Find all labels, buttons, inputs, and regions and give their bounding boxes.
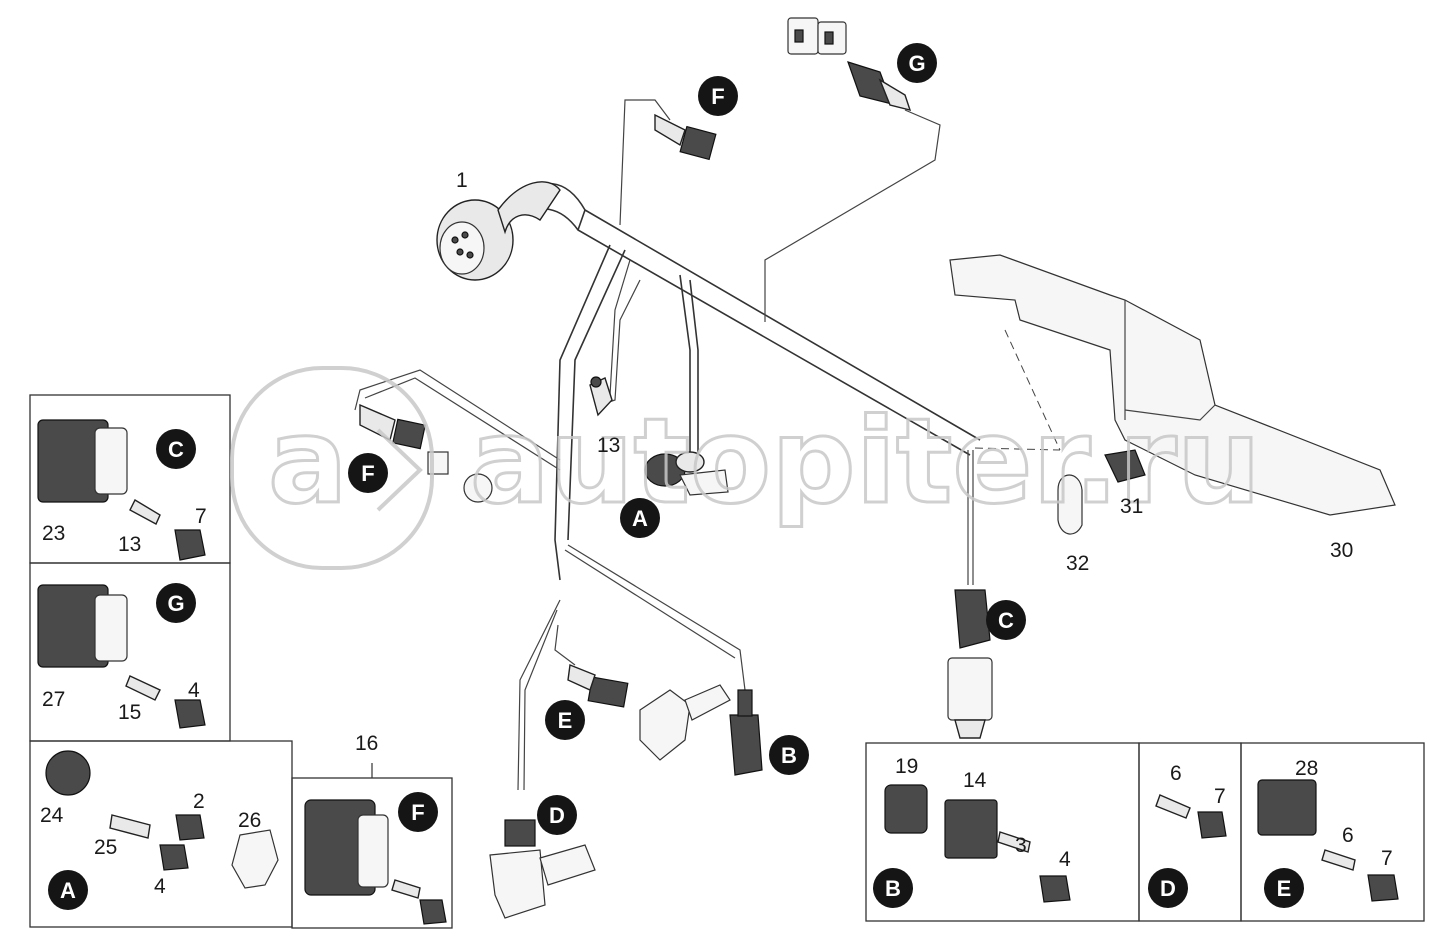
connector-e bbox=[567, 664, 629, 708]
main-parts bbox=[359, 17, 1396, 919]
part-label-3: 3 bbox=[1015, 834, 1027, 857]
svg-text:G: G bbox=[167, 591, 184, 616]
part-label-4: 4 bbox=[188, 679, 200, 702]
part-label-13: 13 bbox=[118, 533, 141, 556]
part-label-4: 4 bbox=[154, 875, 166, 898]
frame-rail bbox=[949, 254, 1396, 516]
tie-strap-32 bbox=[1057, 474, 1083, 535]
part-label-1: 1 bbox=[456, 169, 468, 192]
connector-a-mid bbox=[644, 451, 729, 496]
svg-text:D: D bbox=[1160, 876, 1176, 901]
inset-box-g bbox=[29, 562, 231, 742]
svg-text:B: B bbox=[885, 876, 901, 901]
svg-text:B: B bbox=[781, 743, 797, 768]
part-label-23: 23 bbox=[42, 522, 65, 545]
callout-f-inset: F bbox=[398, 792, 438, 832]
callout-g-top: G bbox=[897, 43, 937, 83]
svg-text:C: C bbox=[168, 437, 184, 462]
inset-box-b bbox=[865, 742, 1140, 922]
callout-d-inset: D bbox=[1148, 868, 1188, 908]
inset-box-c bbox=[29, 394, 231, 564]
part-label-32: 32 bbox=[1066, 552, 1089, 575]
svg-text:F: F bbox=[711, 84, 724, 109]
part-label-31: 31 bbox=[1120, 495, 1143, 518]
watermark: a autopiter.ru bbox=[230, 366, 1262, 570]
part-label-6: 6 bbox=[1342, 824, 1354, 847]
callout-a-inset: A bbox=[48, 870, 88, 910]
sensor-13 bbox=[589, 376, 613, 417]
svg-text:C: C bbox=[998, 608, 1014, 633]
round-connector bbox=[436, 181, 561, 281]
part-label-19: 19 bbox=[895, 755, 918, 778]
part-label-25: 25 bbox=[94, 836, 117, 859]
part-label-28: 28 bbox=[1295, 757, 1318, 780]
svg-text:F: F bbox=[411, 800, 424, 825]
part-label-27: 27 bbox=[42, 688, 65, 711]
svg-text:A: A bbox=[60, 878, 76, 903]
part-label-7: 7 bbox=[1214, 785, 1226, 808]
part-label-24: 24 bbox=[40, 804, 64, 827]
letter-callouts: F G F A C E B D bbox=[48, 43, 1304, 910]
callout-c-inset: C bbox=[156, 429, 196, 469]
connector-g-top bbox=[847, 61, 912, 111]
part-label-30: 30 bbox=[1330, 539, 1353, 562]
watermark-text: autopiter.ru bbox=[470, 392, 1261, 530]
callout-e-mid: E bbox=[545, 700, 585, 740]
callout-d-mid: D bbox=[537, 795, 577, 835]
part-label-4: 4 bbox=[1059, 848, 1071, 871]
callout-b-inset: B bbox=[873, 868, 913, 908]
svg-text:E: E bbox=[1277, 876, 1292, 901]
top-connector-pair bbox=[787, 17, 847, 55]
connector-b-mid bbox=[729, 689, 763, 776]
clip-31 bbox=[1104, 449, 1146, 483]
speed-sensor bbox=[639, 684, 731, 761]
svg-text:D: D bbox=[549, 803, 565, 828]
inset-box-e bbox=[1240, 742, 1425, 922]
part-label-26: 26 bbox=[238, 809, 261, 832]
part-label-14: 14 bbox=[963, 769, 987, 792]
part-label-15: 15 bbox=[118, 701, 141, 724]
svg-text:F: F bbox=[361, 461, 374, 486]
part-label-13: 13 bbox=[597, 434, 620, 457]
callout-f-top: F bbox=[698, 76, 738, 116]
connector-c-right bbox=[947, 589, 993, 739]
callout-b-mid: B bbox=[769, 735, 809, 775]
svg-text:A: A bbox=[632, 506, 648, 531]
callout-g-inset: G bbox=[156, 583, 196, 623]
connector-f-top bbox=[654, 113, 717, 161]
svg-text:a: a bbox=[268, 392, 348, 530]
part-number-labels: 1 13 31 32 30 23 13 7 27 15 4 24 2 25 26… bbox=[40, 169, 1393, 898]
part-label-7: 7 bbox=[1381, 847, 1393, 870]
callout-c-right: C bbox=[986, 600, 1026, 640]
part-label-6: 6 bbox=[1170, 762, 1182, 785]
svg-text:E: E bbox=[558, 708, 573, 733]
callout-e-inset: E bbox=[1264, 868, 1304, 908]
part-label-2: 2 bbox=[193, 790, 205, 813]
part-label-7: 7 bbox=[195, 505, 207, 528]
callout-a-mid: A bbox=[620, 498, 660, 538]
inset-box-a bbox=[29, 740, 293, 928]
svg-text:G: G bbox=[908, 51, 925, 76]
inset-box-f bbox=[291, 777, 453, 929]
callout-f-left: F bbox=[348, 453, 388, 493]
connector-d-mid bbox=[489, 819, 596, 919]
part-label-16: 16 bbox=[355, 732, 378, 755]
